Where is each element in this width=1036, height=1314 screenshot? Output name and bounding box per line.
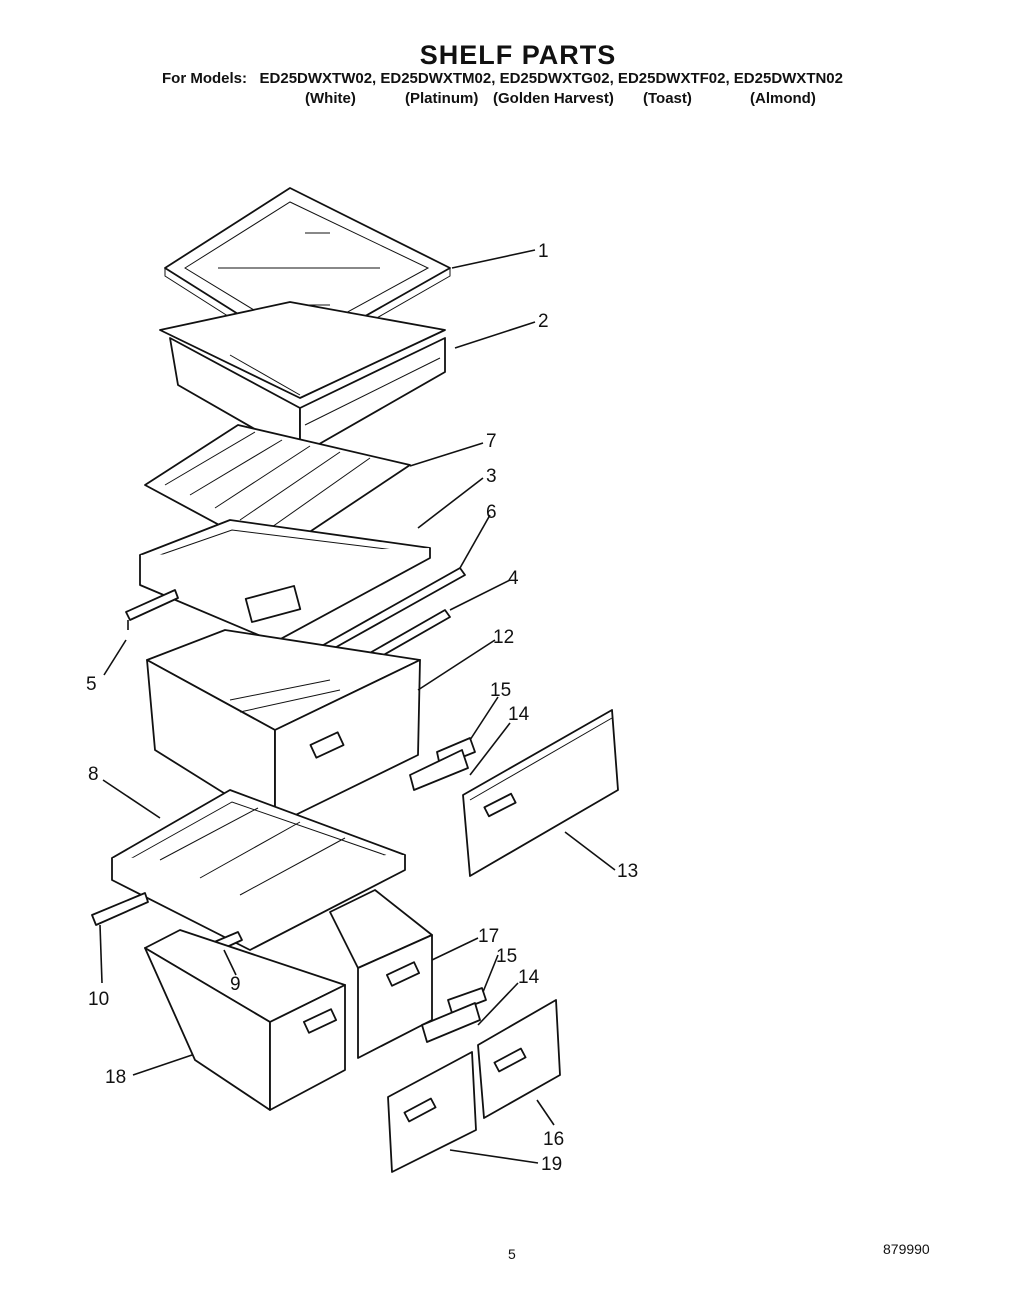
callout-13: 13 xyxy=(617,861,638,882)
part-2-shelf-frame xyxy=(159,301,446,456)
color-platinum: (Platinum) xyxy=(405,90,479,107)
callout-1: 1 xyxy=(538,241,549,262)
callout-19: 19 xyxy=(541,1154,562,1175)
callout-9: 9 xyxy=(230,974,241,995)
part-15-lower-bracket xyxy=(447,987,487,1014)
color-white: (White) xyxy=(305,90,356,107)
part-19-drawer-front xyxy=(387,1051,477,1173)
part-14-lower-clip xyxy=(421,1002,481,1043)
callout-3: 3 xyxy=(486,466,497,487)
callout-labels: 1 2 7 3 6 4 12 5 15 14 8 13 17 15 14 10 … xyxy=(86,241,638,1175)
callout-10: 10 xyxy=(88,989,109,1010)
models-list: ED25DWXTW02, ED25DWXTM02, ED25DWXTG02, E… xyxy=(259,70,843,87)
callout-6: 6 xyxy=(486,502,497,523)
part-14-upper-clip xyxy=(409,749,469,791)
models-line: For Models: ED25DWXTW02, ED25DWXTM02, ED… xyxy=(162,70,843,87)
callout-17: 17 xyxy=(478,926,499,947)
callout-16: 16 xyxy=(543,1129,564,1150)
callout-18: 18 xyxy=(105,1067,126,1088)
models-label: For Models: xyxy=(162,70,247,87)
page-title: SHELF PARTS xyxy=(419,40,617,70)
part-8-lower-shelf xyxy=(111,789,406,951)
callout-14-upper: 14 xyxy=(508,704,530,725)
color-almond: (Almond) xyxy=(750,90,816,107)
document-number: 879990 xyxy=(883,1241,930,1257)
callout-14-lower: 14 xyxy=(518,967,540,988)
part-12-crisper-drawer xyxy=(146,629,421,826)
callout-12: 12 xyxy=(493,627,514,648)
callout-15-lower: 15 xyxy=(496,946,517,967)
callout-2: 2 xyxy=(538,311,549,332)
leader-lines xyxy=(99,249,616,1164)
color-golden-harvest: (Golden Harvest) xyxy=(493,90,614,107)
part-16-drawer-front xyxy=(477,999,561,1119)
part-10-rail xyxy=(91,892,149,926)
callout-5: 5 xyxy=(86,674,97,695)
part-17-small-drawer xyxy=(329,889,433,1059)
page-number: 5 xyxy=(508,1246,516,1262)
part-13-drawer-front xyxy=(462,709,619,877)
color-toast: (Toast) xyxy=(643,90,692,107)
part-18-large-drawer xyxy=(144,929,346,1111)
callout-8: 8 xyxy=(88,764,99,785)
part-5-slide xyxy=(125,589,179,630)
callout-7: 7 xyxy=(486,431,497,452)
callout-15-upper: 15 xyxy=(490,680,511,701)
callout-4: 4 xyxy=(508,568,519,589)
part-3-cover-frame xyxy=(139,519,431,643)
